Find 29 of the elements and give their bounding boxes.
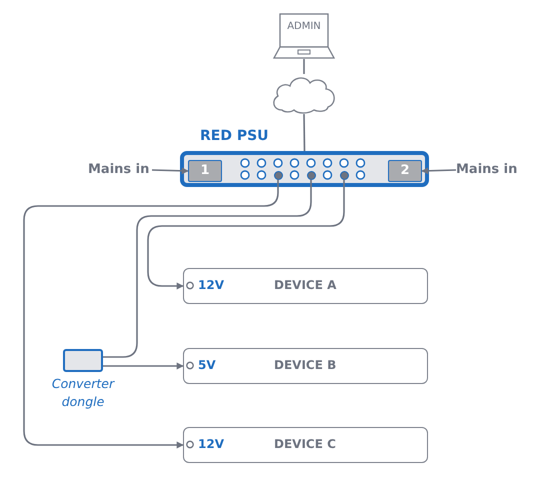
- device-name: DEVICE B: [274, 358, 336, 372]
- cable-line: [103, 180, 312, 358]
- input-label: Mains in: [88, 160, 152, 180]
- input-label: Mains in: [456, 160, 526, 180]
- arrow: [147, 180, 345, 290]
- arrow: [152, 167, 189, 174]
- arrow: [103, 362, 184, 370]
- arrow: [23, 180, 279, 448]
- mains-port: 1: [188, 160, 222, 182]
- mains-port: 2: [388, 160, 422, 182]
- laptop-drawing: [272, 12, 336, 59]
- screen-label: ADMIN: [286, 21, 322, 32]
- device-box: [183, 427, 428, 463]
- arrow: [421, 167, 456, 174]
- node-label: Converter dongle: [50, 375, 116, 411]
- device-name: DEVICE C: [274, 437, 336, 451]
- device-box: [183, 268, 428, 304]
- voltage-label: 12V: [198, 278, 224, 292]
- converter-dongle: [63, 349, 103, 372]
- voltage-label: 5V: [198, 358, 216, 372]
- device-box: [183, 348, 428, 384]
- voltage-label: 12V: [198, 437, 224, 451]
- cable-line: [303, 114, 306, 152]
- cable-line: [303, 59, 305, 74]
- device-name: DEVICE A: [274, 278, 336, 292]
- psu-heading: RED PSU: [200, 128, 269, 144]
- used-outlet: [340, 170, 348, 180]
- used-outlet: [306, 170, 316, 180]
- used-outlet: [274, 170, 282, 180]
